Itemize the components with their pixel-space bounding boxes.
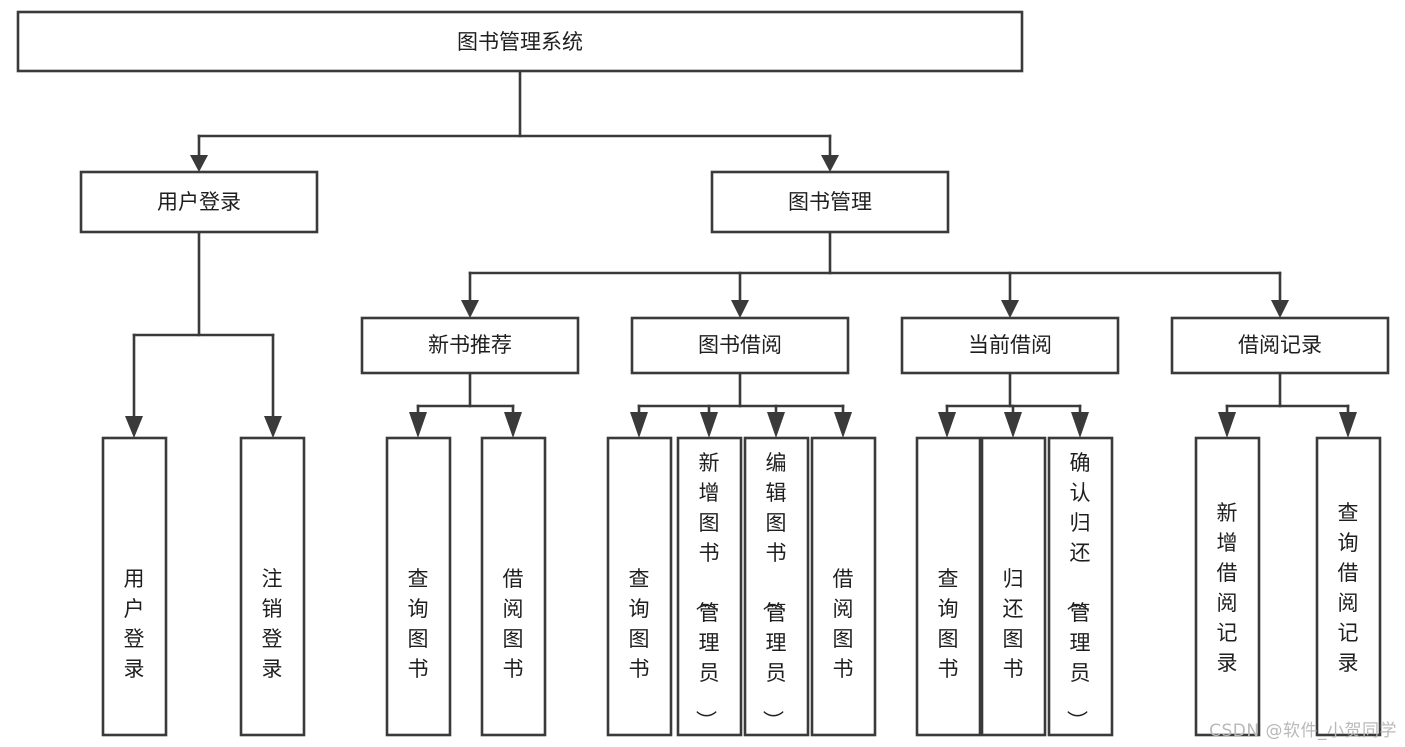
arrowhead-newbook — [461, 300, 479, 318]
leaf-borrow-book-nb-box[interactable] — [480, 436, 547, 737]
leaf-add-book-admin-box[interactable] — [676, 436, 743, 737]
leaf-edit-book-admin-box[interactable] — [743, 436, 810, 737]
leaf-user-login[interactable]: 用户登录 — [101, 436, 168, 737]
leaf-query-borrow-record[interactable]: 查询借阅记录 — [1315, 436, 1382, 737]
arrowhead-bookborrow-leaf-1 — [630, 412, 648, 438]
arrowhead-newbook-leaf-2 — [504, 412, 522, 438]
leaf-query-book-nb-label: 查询图书 — [408, 567, 429, 681]
arrowhead-borrowrecord-leaf-1 — [1218, 412, 1236, 438]
arrowhead-bookborrow-leaf-3 — [767, 412, 785, 438]
node-root-label: 图书管理系统 — [457, 30, 583, 54]
leaf-return-book-label: 归还图书 — [1003, 567, 1024, 681]
arrowhead-bookborrow — [731, 300, 749, 318]
leaf-confirm-return-admin[interactable]: 确认归还（管理员） — [1047, 436, 1114, 737]
leaf-query-borrow-record-box[interactable] — [1315, 436, 1382, 737]
leaf-return-book-box[interactable] — [980, 436, 1047, 737]
leaf-user-login-label: 用户登录 — [124, 567, 145, 681]
arrowhead-user-login-leaf — [125, 416, 143, 438]
leaf-query-book-cb-box[interactable] — [915, 436, 982, 737]
connector-group-borrowrecord — [1218, 371, 1357, 438]
node-current-borrow[interactable]: 当前借阅 — [900, 316, 1120, 375]
leaf-logout-label: 注销登录 — [262, 567, 283, 681]
leaf-add-borrow-record-box[interactable] — [1194, 436, 1261, 737]
leaf-query-book-cb[interactable]: 查询图书 — [915, 436, 982, 737]
leaf-query-borrow-record-label: 查询借阅记录 — [1338, 501, 1359, 675]
node-current-borrow-box[interactable] — [900, 316, 1120, 375]
arrowhead-bookborrow-leaf-2 — [700, 412, 718, 438]
leaf-return-book[interactable]: 归还图书 — [980, 436, 1047, 737]
leaf-add-book-admin-label: 新增图书（管理员） — [694, 451, 720, 731]
arrowhead-borrowrecord-leaf-2 — [1339, 412, 1357, 438]
arrowhead-currentborrow-leaf-3 — [1071, 412, 1089, 438]
leaf-confirm-return-admin-box[interactable] — [1047, 436, 1114, 737]
node-current-borrow-label: 当前借阅 — [968, 333, 1052, 357]
leaf-query-book-nb-box[interactable] — [385, 436, 452, 737]
arrowhead-bookmgmt — [821, 155, 839, 172]
leaf-borrow-book-bb-box[interactable] — [810, 436, 877, 737]
node-user-login[interactable]: 用户登录 — [79, 170, 319, 234]
node-book-borrow-box[interactable] — [630, 316, 850, 375]
node-book-borrow[interactable]: 图书借阅 — [630, 316, 850, 375]
node-root[interactable]: 图书管理系统 — [16, 10, 1024, 73]
node-root-box[interactable] — [16, 10, 1024, 73]
leaf-query-book-nb[interactable]: 查询图书 — [385, 436, 452, 737]
connector-group-bookmgmt — [461, 230, 1289, 318]
node-new-book-recommend[interactable]: 新书推荐 — [360, 316, 580, 375]
leaf-borrow-book-nb[interactable]: 借阅图书 — [480, 436, 547, 737]
node-borrow-record-box[interactable] — [1170, 316, 1390, 375]
node-user-login-box[interactable] — [79, 170, 319, 234]
leaf-borrow-book-nb-label: 借阅图书 — [503, 567, 524, 681]
leaf-user-login-box[interactable] — [101, 436, 168, 737]
connector-group-newbook — [409, 371, 522, 438]
leaf-borrow-book-bb[interactable]: 借阅图书 — [810, 436, 877, 737]
node-book-management-box[interactable] — [710, 170, 950, 234]
arrowhead-userlogin — [190, 155, 208, 172]
leaf-query-book-cb-label: 查询图书 — [938, 567, 959, 681]
arrowhead-currentborrow — [1001, 300, 1019, 318]
arrowhead-logout-leaf — [264, 416, 282, 438]
leaf-add-book-admin[interactable]: 新增图书（管理员） — [676, 436, 743, 737]
leaf-add-borrow-record-label: 新增借阅记录 — [1217, 501, 1238, 675]
node-borrow-record[interactable]: 借阅记录 — [1170, 316, 1390, 375]
connector-group-root — [190, 69, 839, 172]
leaf-logout-box[interactable] — [239, 436, 306, 737]
leaf-edit-book-admin[interactable]: 编辑图书（管理员） — [743, 436, 810, 737]
leaf-logout[interactable]: 注销登录 — [239, 436, 306, 737]
node-user-login-label: 用户登录 — [157, 190, 241, 214]
csdn-watermark: CSDN @软件_小贺同学 — [1209, 721, 1397, 741]
node-new-book-recommend-box[interactable] — [360, 316, 580, 375]
node-book-management-label: 图书管理 — [788, 190, 872, 214]
connector-group-userlogin — [125, 230, 282, 438]
leaf-confirm-return-admin-label: 确认归还（管理员） — [1065, 451, 1091, 731]
arrowhead-currentborrow-leaf-2 — [1004, 412, 1022, 438]
arrowhead-newbook-leaf-1 — [409, 412, 427, 438]
leaf-query-book-bb-label: 查询图书 — [629, 567, 650, 681]
arrowhead-borrowrecord — [1271, 300, 1289, 318]
node-book-management[interactable]: 图书管理 — [710, 170, 950, 234]
leaf-borrow-book-bb-label: 借阅图书 — [833, 567, 854, 681]
leaf-query-book-bb-box[interactable] — [606, 436, 673, 737]
arrowhead-currentborrow-leaf-1 — [938, 412, 956, 438]
node-new-book-recommend-label: 新书推荐 — [428, 333, 512, 357]
leaf-edit-book-admin-label: 编辑图书（管理员） — [761, 451, 787, 731]
connector-group-bookborrow — [630, 371, 852, 438]
connector-group-currentborrow — [938, 371, 1089, 438]
node-book-borrow-label: 图书借阅 — [698, 333, 782, 357]
leaf-query-book-bb[interactable]: 查询图书 — [606, 436, 673, 737]
leaf-add-borrow-record[interactable]: 新增借阅记录 — [1194, 436, 1261, 737]
arrowhead-bookborrow-leaf-4 — [834, 412, 852, 438]
node-borrow-record-label: 借阅记录 — [1238, 333, 1322, 357]
